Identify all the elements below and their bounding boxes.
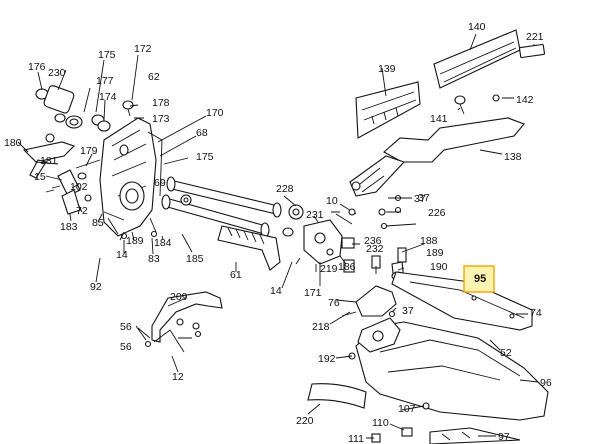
part-140-fence xyxy=(433,29,521,89)
part-label-14: 14 xyxy=(270,285,282,297)
part-drawings xyxy=(22,29,549,444)
part-label-174: 174 xyxy=(99,91,117,103)
part-230-housing xyxy=(43,85,75,114)
part-label-110: 110 xyxy=(372,417,389,429)
part-label-140: 140 xyxy=(468,21,486,33)
part-label-175: 175 xyxy=(98,49,116,61)
part-label-37: 37 xyxy=(414,193,426,205)
part-label-142: 142 xyxy=(516,94,534,106)
part-label-184: 184 xyxy=(154,237,172,249)
part-label-189: 189 xyxy=(126,235,144,247)
part-label-92: 92 xyxy=(90,281,102,293)
part-97-bracket xyxy=(429,427,521,444)
part-label-226: 226 xyxy=(428,207,446,219)
part-label-68: 68 xyxy=(196,127,208,139)
part-label-76: 76 xyxy=(328,297,340,309)
part-label-111: 111 xyxy=(348,433,364,444)
part-141-knob xyxy=(454,95,466,105)
part-label-218: 218 xyxy=(312,321,330,333)
part-186-pin xyxy=(343,259,355,273)
part-label-228: 228 xyxy=(276,183,294,195)
part-label-170: 170 xyxy=(206,107,224,119)
part-label-37: 37 xyxy=(418,192,430,204)
part-183-plate xyxy=(61,189,81,215)
part-138-arm-base xyxy=(349,155,405,197)
part-label-139: 139 xyxy=(378,63,396,75)
part-label-220: 220 xyxy=(296,415,314,427)
part-label-56: 56 xyxy=(120,341,132,353)
part-188-bolt xyxy=(397,247,407,263)
part-138-arm xyxy=(383,117,525,163)
part-label-15: 15 xyxy=(34,171,46,183)
part-label-209: 209 xyxy=(170,291,188,303)
part-label-12: 12 xyxy=(172,371,184,383)
part-label-74: 74 xyxy=(530,307,542,319)
part-232-block xyxy=(341,237,355,249)
part-label-138: 138 xyxy=(504,151,522,163)
part-170-gearbox-housing xyxy=(99,117,157,237)
part-76-bevel xyxy=(355,285,397,317)
part-label-183: 183 xyxy=(60,221,78,233)
part-label-186: 186 xyxy=(338,261,356,273)
part-label-232: 232 xyxy=(366,243,384,255)
part-label-177: 177 xyxy=(96,75,114,87)
part-label-61: 61 xyxy=(230,269,242,281)
part-label-178: 178 xyxy=(152,97,170,109)
part-label-52: 52 xyxy=(500,347,512,359)
part-label-188: 188 xyxy=(420,235,438,247)
part-110-nut xyxy=(401,427,413,437)
part-label-62: 62 xyxy=(148,71,160,83)
part-95-plate xyxy=(391,271,533,331)
part-139-fence xyxy=(355,81,421,139)
part-label-190: 190 xyxy=(430,261,448,273)
part-label-95[interactable]: 95 xyxy=(474,273,486,285)
part-knob-178 xyxy=(122,100,134,110)
part-label-83: 83 xyxy=(148,253,160,265)
highlight-box[interactable] xyxy=(463,265,495,293)
part-label-172: 172 xyxy=(134,43,152,55)
part-61-bracket xyxy=(217,225,281,271)
part-102-bracket xyxy=(57,169,81,197)
part-label-181: 181 xyxy=(40,155,58,167)
part-label-69: 69 xyxy=(154,177,166,189)
part-label-185: 185 xyxy=(186,253,204,265)
part-label-85: 85 xyxy=(92,217,104,229)
part-label-97: 97 xyxy=(498,431,510,443)
part-label-236: 236 xyxy=(364,235,382,247)
part-label-221: 221 xyxy=(526,31,544,43)
part-label-37: 37 xyxy=(402,305,414,317)
part-label-102: 102 xyxy=(70,181,88,193)
part-label-176: 176 xyxy=(28,61,46,73)
part-label-56: 56 xyxy=(120,321,132,333)
part-180-handle xyxy=(22,141,76,163)
part-label-192: 192 xyxy=(318,353,336,365)
part-label-72: 72 xyxy=(76,205,88,217)
part-label-230: 230 xyxy=(48,67,66,79)
part-221-pad xyxy=(519,43,545,59)
part-label-14: 14 xyxy=(116,249,128,261)
part-label-173: 173 xyxy=(152,113,170,125)
part-label-96: 96 xyxy=(540,377,552,389)
leader-lines xyxy=(17,33,539,439)
part-label-219: 219 xyxy=(320,263,338,275)
part-label-107: 107 xyxy=(398,403,416,415)
part-label-175: 175 xyxy=(196,151,214,163)
part-142-screw xyxy=(492,94,500,102)
part-label-179: 179 xyxy=(80,145,98,157)
part-label-189: 189 xyxy=(426,247,444,259)
part-label-180: 180 xyxy=(4,137,22,149)
part-209-lever xyxy=(151,291,223,343)
part-label-231: 231 xyxy=(306,209,324,221)
part-label-171: 171 xyxy=(304,287,322,299)
part-220-guard xyxy=(307,383,367,409)
part-label-141: 141 xyxy=(430,113,448,125)
part-label-10: 10 xyxy=(326,195,338,207)
